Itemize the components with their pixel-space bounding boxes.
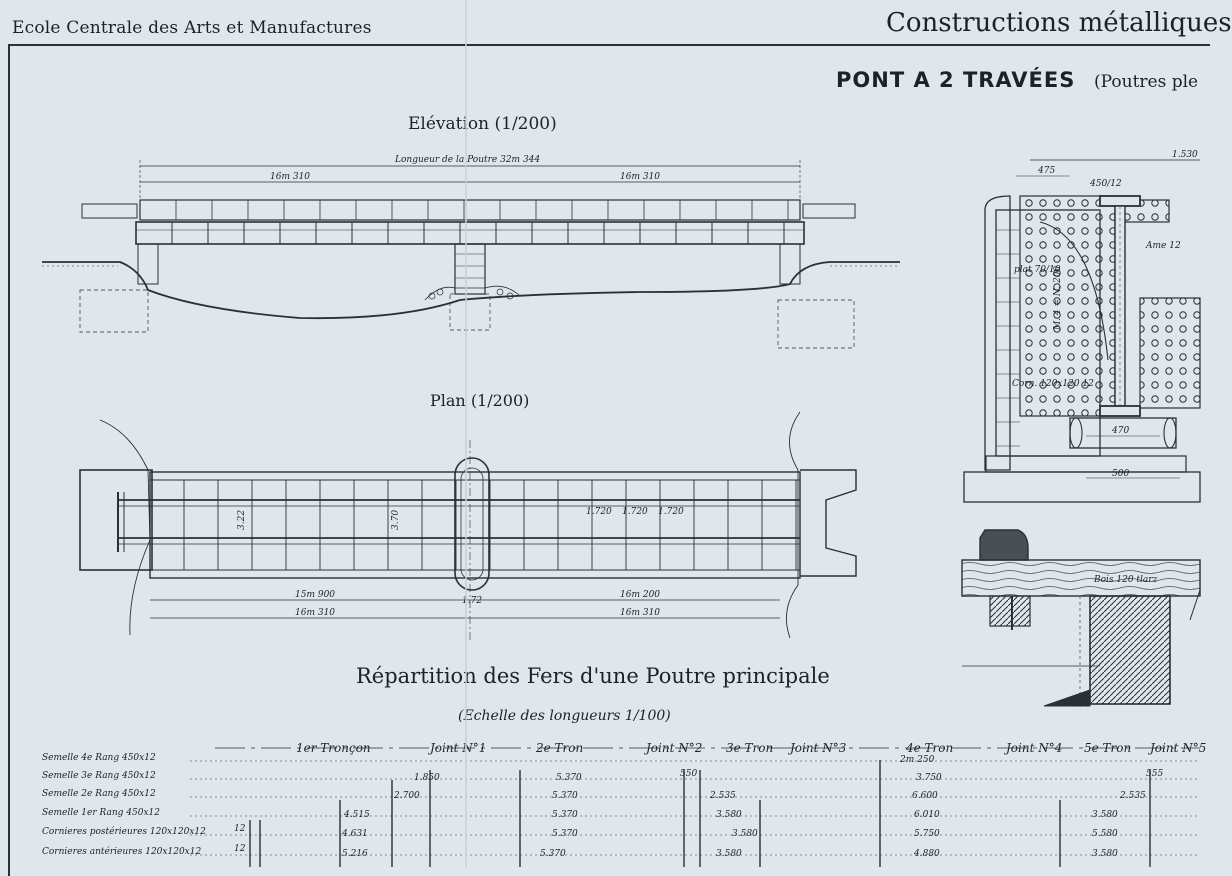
group-9: Joint N°5 xyxy=(1147,741,1206,755)
drawing-subtitle: (Poutres ple xyxy=(1094,72,1199,92)
group-1: Joint N°1 xyxy=(427,741,486,755)
elevation-view: Longueur de la Poutre 32m 344 16m 310 16… xyxy=(42,155,900,349)
r3-v0: 4.515 xyxy=(343,810,370,820)
r2-v1: 5.370 xyxy=(552,791,578,801)
r0-v0: 2m 250 xyxy=(899,755,935,765)
r2-v4: 2.535 xyxy=(1119,791,1146,801)
r4-v4: 5.750 xyxy=(914,829,940,839)
school-name: Ecole Centrale des Arts et Manufactures xyxy=(12,18,372,38)
r1-v3: 3.750 xyxy=(916,773,942,783)
r4-v0: 12 xyxy=(234,824,246,834)
r4-v3: 3.580 xyxy=(732,829,758,839)
group-0: 1er Tronçon xyxy=(296,741,371,755)
section-vertical: M. 4 = N. 200 xyxy=(1053,266,1063,331)
cross-section-view: 1.530 475 450/12 Ame 12 plat 70/10 Corn.… xyxy=(961,150,1201,710)
group-5: Joint N°3 xyxy=(787,741,847,755)
plan-pier-dim: 1.72 xyxy=(462,596,482,606)
group-2: 2e Tron xyxy=(535,741,583,755)
plan-width-1: 3.22 xyxy=(237,510,247,530)
section-dim-470: 470 xyxy=(1111,426,1129,436)
drawing-title: PONT A 2 TRAVÉES xyxy=(836,68,1076,92)
group-4: 3e Tron xyxy=(726,741,773,755)
r1-v2: 550 xyxy=(680,769,697,779)
r5-v1: 5.216 xyxy=(342,849,368,859)
elevation-right-span: 16m 310 xyxy=(620,172,660,182)
course-title: Constructions métalliques xyxy=(886,8,1232,38)
section-cornieres: Corn. 120x120 12 xyxy=(1012,379,1094,389)
r3-v4: 3.580 xyxy=(1092,810,1118,820)
repartition-title: Répartition des Fers d'une Poutre princi… xyxy=(356,664,830,688)
technical-drawing: Longueur de la Poutre 32m 344 16m 310 16… xyxy=(42,0,1206,867)
group-3: Joint N°2 xyxy=(643,741,702,755)
section-bois: Bois 120 tlarz xyxy=(1093,575,1158,585)
r4-v5: 5.580 xyxy=(1092,829,1118,839)
elevation-left-span: 16m 310 xyxy=(270,172,310,182)
drawing-frame xyxy=(8,44,1210,876)
r3-v2: 3.580 xyxy=(716,810,742,820)
r1-v1: 5.370 xyxy=(556,773,582,783)
row-label-2: Semelle 2e Rang 450x12 xyxy=(42,789,156,799)
row-label-4: Cornieres postérieures 120x120x12 xyxy=(42,826,206,837)
r1-v4: 555 xyxy=(1146,769,1163,779)
r2-v0: 2.700 xyxy=(393,791,420,801)
plan-view: 15m 900 16m 200 16m 310 16m 310 1.72 1.7… xyxy=(79,411,857,640)
group-7: Joint N°4 xyxy=(1003,741,1062,755)
row-label-0: Semelle 4e Rang 450x12 xyxy=(42,753,156,763)
plan-dim-right-2: 16m 310 xyxy=(620,608,660,618)
repartition-table: 1er Tronçon Joint N°1 2e Tron Joint N°2 … xyxy=(42,741,1206,867)
plan-dim-right-1: 16m 200 xyxy=(620,590,660,600)
r3-v3: 6.010 xyxy=(914,810,940,820)
row-label-3: Semelle 1er Rang 450x12 xyxy=(42,808,160,818)
r5-v5: 3.580 xyxy=(1092,849,1118,859)
row-label-1: Semelle 3e Rang 450x12 xyxy=(42,771,156,781)
section-dim-475: 475 xyxy=(1037,166,1055,176)
section-dim-500: 500 xyxy=(1112,469,1129,479)
r2-v3: 6.600 xyxy=(912,791,938,801)
r4-v1: 4.631 xyxy=(341,829,368,839)
plan-dim-left-1: 15m 900 xyxy=(295,590,335,600)
elevation-total-dim: Longueur de la Poutre 32m 344 xyxy=(394,155,540,165)
repartition-scale: (Echelle des longueurs 1/100) xyxy=(458,708,671,724)
group-8: 5e Tron xyxy=(1084,741,1131,755)
r3-v1: 5.370 xyxy=(552,810,578,820)
section-dim-450: 450/12 xyxy=(1089,179,1122,189)
r4-v2: 5.370 xyxy=(552,829,578,839)
plan-width-2: 3.70 xyxy=(391,510,401,530)
section-plat: plat 70/10 xyxy=(1014,265,1061,275)
section-ame: Ame 12 xyxy=(1145,241,1181,251)
plan-bay-3: 1.720 xyxy=(658,507,684,517)
r2-v2: 2.535 xyxy=(709,791,736,801)
r1-v0: 1.850 xyxy=(414,773,440,783)
r5-v4: 4.880 xyxy=(913,849,940,859)
plan-dim-left-2: 16m 310 xyxy=(295,608,335,618)
r5-v0: 12 xyxy=(234,844,246,854)
plan-bay-1: 1.720 xyxy=(586,507,612,517)
elevation-label: Elévation (1/200) xyxy=(408,114,557,134)
row-label-5: Cornieres antérieures 120x120x12 xyxy=(42,846,201,857)
section-top-dim: 1.530 xyxy=(1172,150,1198,160)
r5-v2: 5.370 xyxy=(540,849,566,859)
r5-v3: 3.580 xyxy=(716,849,742,859)
plan-bay-2: 1.720 xyxy=(622,507,648,517)
group-6: 4e Tron xyxy=(905,741,953,755)
plan-label: Plan (1/200) xyxy=(430,391,530,410)
